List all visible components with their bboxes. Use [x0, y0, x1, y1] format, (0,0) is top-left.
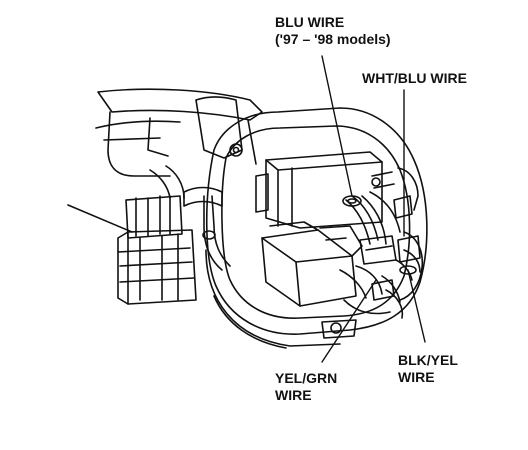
- cap-bracket: [343, 167, 424, 319]
- wht-blu-wire-label: WHT/BLU WIRE: [362, 70, 467, 87]
- blu-wire-label: BLU WIRE ('97 – '98 models): [275, 14, 391, 48]
- wht-blu-wire-label-line1: WHT/BLU WIRE: [362, 70, 467, 86]
- igniter-box: [255, 151, 395, 229]
- engine-bracket-outline: [95, 88, 263, 177]
- yel-grn-wire-label: YEL/GRN WIRE: [275, 370, 337, 404]
- blk-yel-wire-label-line1: BLK/YEL: [398, 352, 458, 368]
- yel-grn-wire-leader: [321, 279, 377, 363]
- connector-plug: [117, 165, 197, 305]
- distributor-housing: [205, 107, 428, 349]
- blk-yel-wire-label: BLK/YEL WIRE: [398, 352, 458, 386]
- blu-wire-label-line2: ('97 – '98 models): [275, 31, 391, 47]
- label-leader-lines: [321, 55, 426, 363]
- connector-leader-line: [67, 204, 133, 233]
- yel-grn-wire-label-line2: WIRE: [275, 387, 312, 403]
- ignition-module: [261, 221, 363, 307]
- yel-grn-wire-label-line1: YEL/GRN: [275, 370, 338, 386]
- blu-wire-label-line1: BLU WIRE: [275, 14, 345, 30]
- terminal-wires: [339, 191, 421, 303]
- blk-yel-wire-label-line2: WIRE: [398, 369, 435, 385]
- blk-yel-wire-leader: [407, 269, 426, 343]
- blu-wire-leader: [321, 55, 353, 197]
